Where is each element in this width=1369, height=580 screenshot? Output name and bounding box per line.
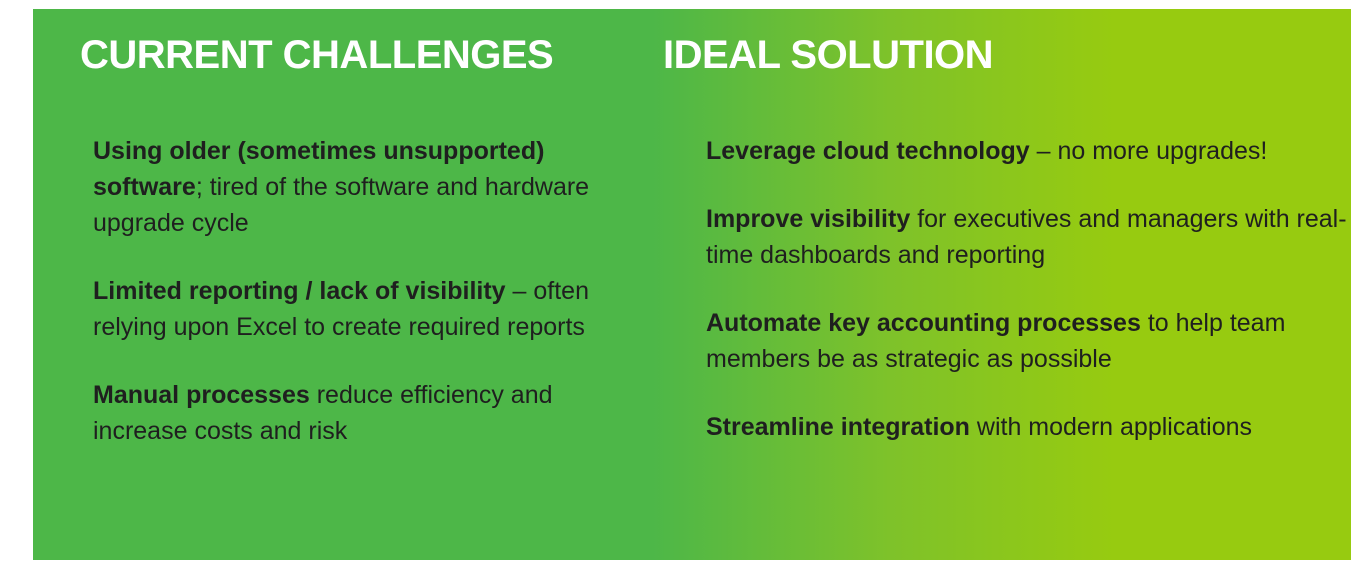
comparison-panel: CURRENT CHALLENGES IDEAL SOLUTION Using … [33,9,1351,560]
solution-list: Leverage cloud technology – no more upgr… [706,133,1351,477]
solution-item-bold: Streamline integration [706,413,970,441]
solution-item: Streamline integration with modern appli… [706,409,1351,445]
solution-item: Automate key accounting processes to hel… [706,305,1351,377]
solution-item: Improve visibility for executives and ma… [706,201,1351,273]
challenges-list: Using older (sometimes unsupported) soft… [93,133,593,481]
solution-item-text: for executives and managers with real-ti… [706,205,1347,269]
challenge-item: Using older (sometimes unsupported) soft… [93,133,593,241]
challenge-item-bold: Using older (sometimes unsupported) soft… [93,137,545,201]
challenge-item: Manual processes reduce efficiency and i… [93,377,593,449]
challenge-item-text: – often relying upon Excel to create req… [93,277,589,341]
solution-item-bold: Automate key accounting processes [706,309,1141,337]
challenges-heading: CURRENT CHALLENGES [80,33,554,77]
solution-item-bold: Improve visibility [706,205,911,233]
challenge-item: Limited reporting / lack of visibility –… [93,273,593,345]
challenge-item-text: ; tired of the software and hardware upg… [93,173,590,237]
solution-item-text: – no more upgrades! [1029,137,1268,165]
solution-item-text: to help team members be as strategic as … [706,309,1286,373]
solution-heading: IDEAL SOLUTION [663,33,994,77]
challenge-item-bold: Manual processes [93,381,310,409]
solution-item-text: with modern applications [969,413,1253,441]
solution-item-bold: Leverage cloud technology [706,137,1030,165]
challenge-item-bold: Limited reporting / lack of visibility [93,277,506,305]
challenge-item-text: reduce efficiency and increase costs and… [93,381,553,445]
solution-item: Leverage cloud technology – no more upgr… [706,133,1351,169]
